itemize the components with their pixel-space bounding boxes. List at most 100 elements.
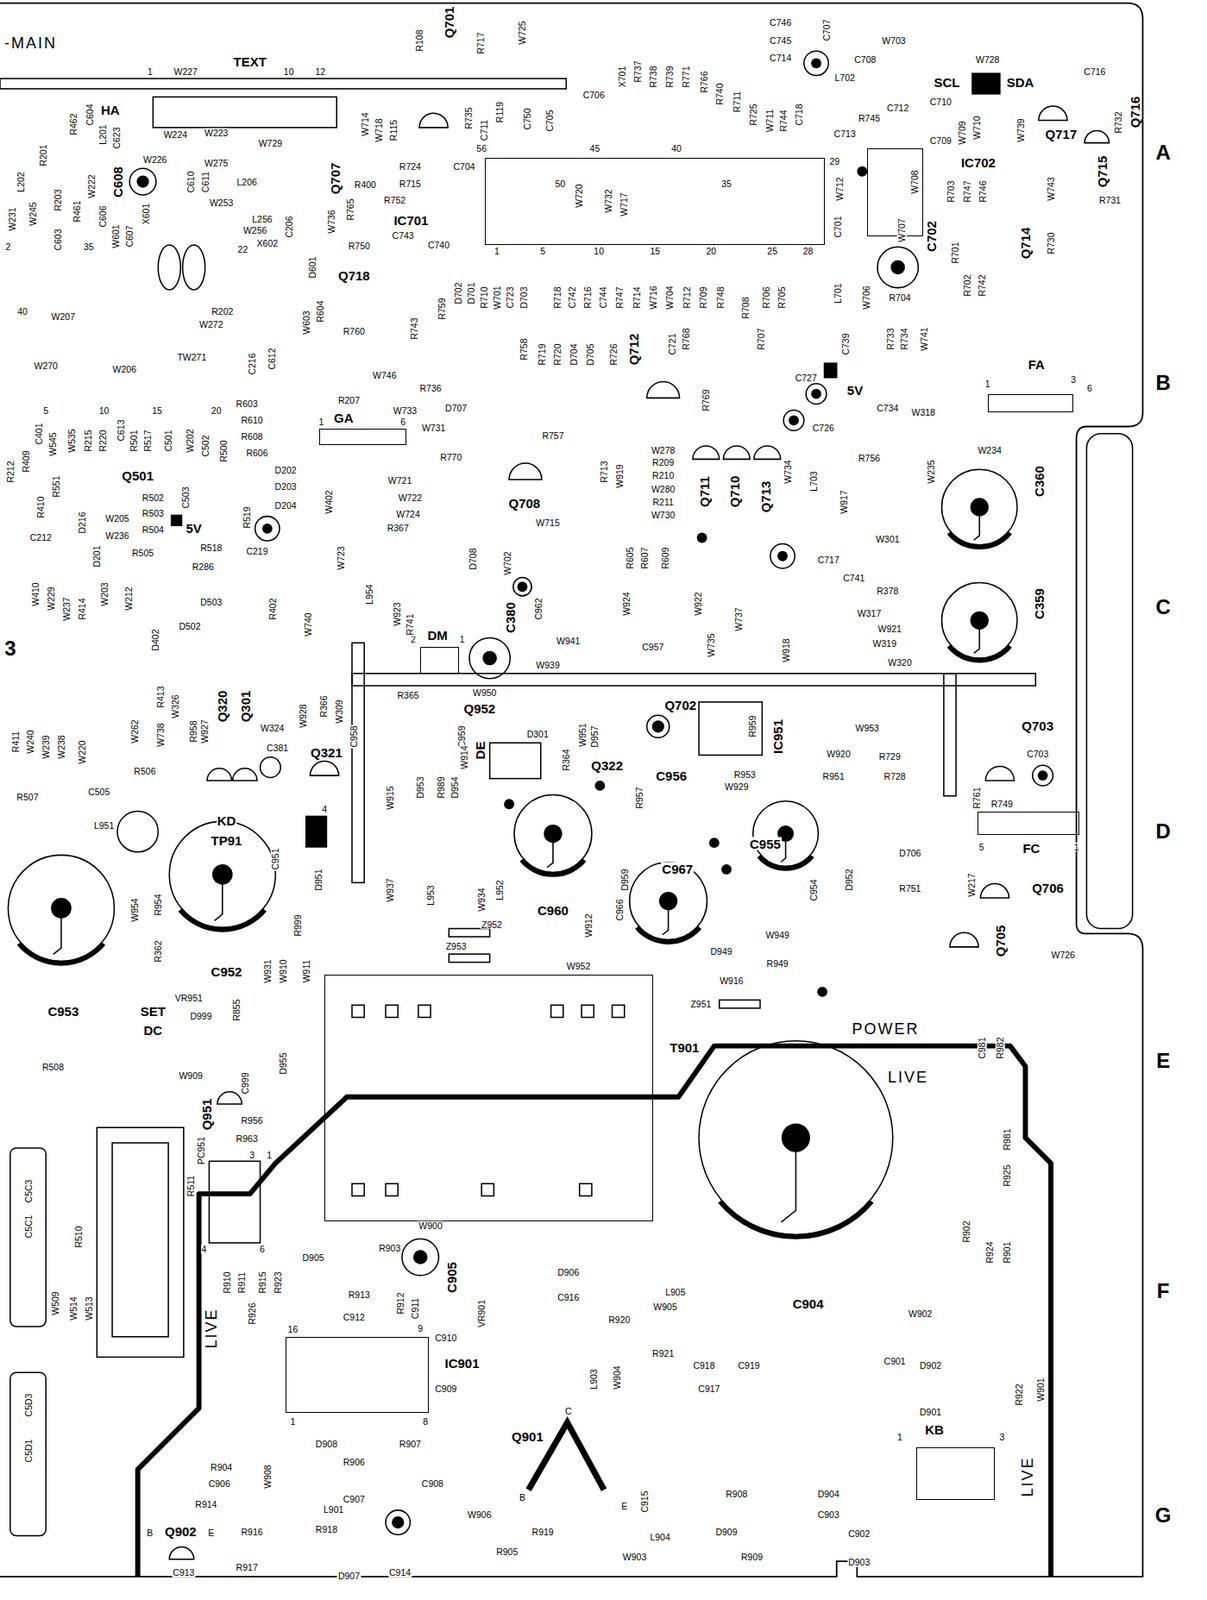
part-label: D905 (301, 1252, 325, 1263)
part-label: W951 (578, 722, 588, 748)
part-label-bold: C702 (924, 220, 937, 254)
part-label: R286 (191, 561, 215, 572)
zone-label: LIVE (203, 1307, 220, 1351)
capacitor-body (1032, 765, 1054, 786)
part-outline (448, 929, 490, 937)
part-label: R761 (971, 786, 981, 811)
part-label: D502 (177, 622, 202, 632)
part-label: C717 (817, 555, 841, 566)
part-label: W509 (50, 1290, 61, 1316)
part-label: D601 (308, 255, 318, 279)
capacitor-body (469, 637, 510, 679)
part-label: R510 (74, 1225, 84, 1249)
part-label: W743 (1046, 176, 1057, 202)
part-label-bold: C360 (1031, 465, 1045, 498)
part-label: 15 (150, 405, 164, 415)
part-label: W712 (835, 176, 845, 202)
part-label: R108 (414, 29, 425, 53)
part-label-bold: Q716 (1128, 95, 1142, 130)
part-label: 10 (282, 67, 296, 77)
part-label: R756 (857, 453, 881, 464)
part-label: W202 (185, 427, 195, 453)
transistor-symbol (509, 463, 542, 480)
part-label: W245 (28, 201, 38, 227)
part-label: 20 (704, 246, 717, 257)
part-label: C958 (349, 725, 359, 749)
part-label: C916 (556, 1292, 580, 1302)
part-label: C723 (505, 286, 516, 310)
part-label: 16 (287, 1325, 300, 1335)
part-label: D402 (150, 628, 161, 652)
part-label: R215 (82, 429, 93, 453)
part-label: R409 (20, 449, 31, 473)
part-label: L904 (648, 1532, 671, 1542)
part-label: R730 (1046, 231, 1057, 255)
part-label: C740 (427, 240, 451, 251)
part-label: C503 (181, 486, 191, 510)
part-label: L951 (93, 821, 115, 831)
part-label: C744 (598, 286, 609, 310)
part-label: R410 (36, 495, 46, 519)
part-label: D959 (619, 867, 629, 892)
part-label: W725 (517, 19, 528, 45)
part-label: R500 (219, 439, 229, 463)
capacitor-polarity (949, 533, 1011, 547)
part-label: W410 (31, 581, 41, 607)
part-label: R725 (748, 102, 758, 126)
part-label-bold: Q301 (238, 689, 252, 723)
part-label: R506 (132, 766, 157, 777)
test-point (709, 837, 720, 849)
component-name: DM (426, 628, 448, 642)
part-label: W224 (163, 130, 189, 140)
part-outline (306, 816, 327, 847)
part-label: R378 (875, 586, 899, 597)
part-label: W301 (874, 534, 900, 544)
part-label: W733 (392, 405, 418, 415)
part-label: C401 (34, 421, 45, 446)
part-label: L202 (15, 170, 26, 193)
part-label: R501 (129, 429, 139, 453)
part-label: W226 (142, 154, 168, 164)
part-label: R745 (857, 113, 881, 124)
part-label: C745 (768, 36, 793, 46)
part-label: W720 (573, 182, 584, 208)
part-label: W710 (971, 114, 981, 140)
part-label: W900 (417, 1221, 443, 1232)
capacitor-lead (546, 834, 554, 868)
part-outline (352, 1183, 365, 1196)
part-label: L954 (364, 583, 375, 605)
transistor-symbol (754, 446, 781, 459)
part-label: 1 (984, 379, 992, 390)
part-label: W272 (198, 320, 224, 330)
part-label: L256 (251, 214, 273, 225)
part-label: R766 (699, 69, 710, 94)
part-label: W950 (471, 688, 497, 698)
transistor-symbol (169, 1546, 194, 1560)
part-label: W235 (925, 458, 936, 485)
part-label: R739 (665, 64, 675, 89)
part-label: 4 (201, 1244, 208, 1255)
part-label: C (564, 1407, 573, 1417)
part-label: R203 (53, 188, 63, 212)
part-label: C915 (640, 1490, 650, 1515)
part-label: W740 (303, 611, 314, 637)
part-label: C219 (245, 546, 269, 557)
part-label: R119 (495, 100, 505, 124)
component-name: FA (1027, 358, 1046, 371)
part-label: C739 (841, 332, 851, 356)
part-label: R742 (976, 274, 987, 298)
part-label: 22 (237, 244, 250, 254)
part-label: W707 (897, 218, 907, 244)
part-label: R951 (822, 772, 846, 782)
part-label: R913 (347, 1290, 371, 1301)
part-label: C604 (85, 102, 95, 126)
part-label: W929 (723, 782, 749, 793)
part-label: R733 (886, 326, 896, 351)
part-label: R220 (98, 429, 108, 453)
part-label-bold: TEXT (232, 54, 268, 68)
part-label: C713 (833, 129, 857, 139)
part-label: C709 (929, 136, 953, 146)
part-label: 2 (5, 242, 13, 252)
part-label: C902 (847, 1529, 871, 1540)
